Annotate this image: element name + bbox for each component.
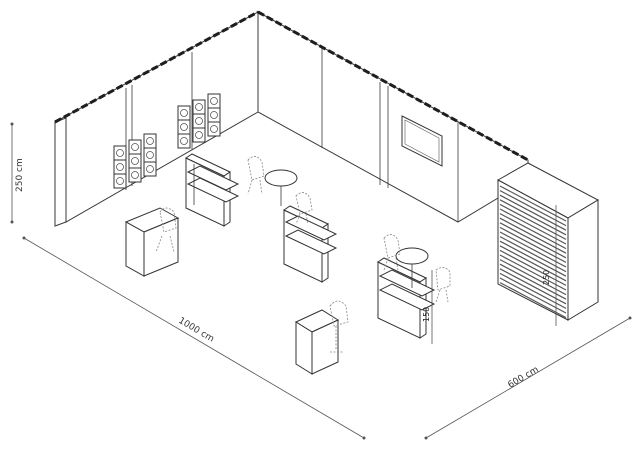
cube-opening [195,131,203,139]
cabin-slat [499,190,567,227]
cube-opening [210,111,218,119]
cube-cell [113,173,127,189]
cube-cell [143,133,157,149]
cube-cell [177,105,191,121]
cube-cell [143,161,157,177]
cabin-slat [499,249,567,286]
cube-opening [195,117,203,125]
cabin-slat [499,217,567,254]
cabin-slat [499,226,567,263]
cabin-slat [499,222,567,259]
cube-opening [131,143,139,151]
cabin-slat [499,231,567,268]
cabin-slat [499,259,567,296]
cube-cell [207,121,221,137]
cube-cell [192,127,206,143]
counter-left [124,207,180,277]
counter-front [294,309,340,375]
cabin-slats [499,185,567,319]
cube-opening [210,125,218,133]
cabin-slat [499,277,567,314]
cube-cell [113,145,127,161]
cube-cell [143,147,157,163]
cabin-slat [499,236,567,273]
cabin-slat [499,245,567,282]
cube-opening [116,177,124,185]
cube-cell [113,159,127,175]
dimension-lines [10,122,632,440]
cube-opening [180,123,188,131]
cabin-slat [499,203,567,240]
cube-shelf-right [177,93,221,149]
cabin-slat [499,199,567,236]
cube-opening [131,171,139,179]
cube-opening [146,165,154,173]
height-dimension-label: 250 cm [15,158,25,192]
cube-opening [116,149,124,157]
chairs [155,156,451,353]
left-end-panel [54,117,67,227]
cube-opening [195,103,203,111]
right-back-wall [257,11,529,223]
length-dimension-label: 1000 cm [176,316,215,345]
cabin-slat [499,213,567,250]
cabin-slat [499,282,567,319]
display-stand-3: 150 [376,257,436,344]
display-height-label: 150 [422,307,431,322]
cube-cell [192,113,206,129]
width-dimension-label: 600 cm [506,365,540,391]
cabin-height-label: 250 [542,270,551,285]
cube-cell [207,107,221,123]
table-left [264,169,298,206]
cabin-slat [499,263,567,300]
cube-opening [180,137,188,145]
wall-screen [401,115,443,167]
storage-cabin: 250 [496,162,600,326]
cube-cell [128,139,142,155]
cube-opening [146,137,154,145]
cabin-slat [499,194,567,231]
cube-cell [177,119,191,135]
cabin-slat [499,240,567,277]
cube-cell [207,93,221,109]
cabin-slat [499,254,567,291]
cube-cell [177,133,191,149]
cube-opening [210,97,218,105]
back-walls [54,10,529,227]
cube-opening [131,157,139,165]
cube-opening [180,109,188,117]
cube-opening [116,163,124,171]
cabin-slat [499,268,567,305]
display-stand-1 [184,153,240,227]
cabin-slat [499,185,567,222]
cube-cell [192,99,206,115]
cabin-slat [499,208,567,245]
cube-opening [146,151,154,159]
table-right [395,247,429,288]
display-stand-2 [282,205,338,283]
cube-shelf-left [113,133,157,189]
cube-cell [128,153,142,169]
cube-cell [128,167,142,183]
cabin-slat [499,272,567,309]
